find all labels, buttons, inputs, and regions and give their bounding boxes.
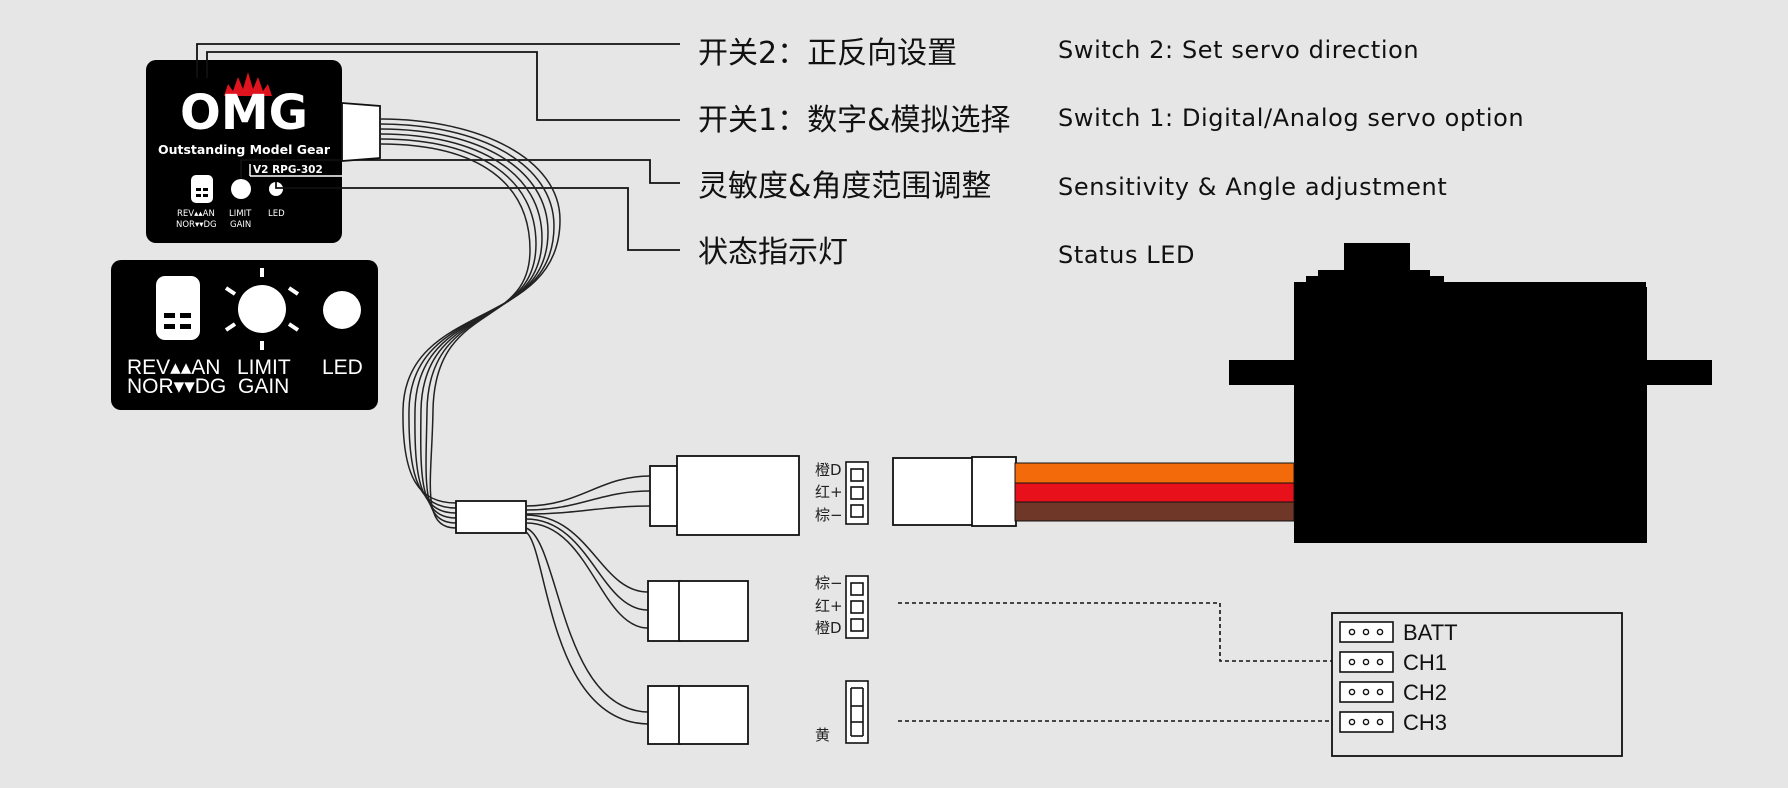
callout-switch1-en: Switch 1: Digital/Analog servo option — [1058, 104, 1524, 132]
servo-ground-wire — [1014, 501, 1295, 522]
rx-pin-negative-label: 棕− — [815, 574, 843, 592]
callout-switch2-en: Switch 2: Set servo direction — [1058, 36, 1419, 64]
receiver-lead-connector — [678, 580, 749, 642]
receiver-channel-ch2: CH2 — [1339, 680, 1447, 705]
branch-wire-aux — [525, 527, 649, 713]
servo-plug — [892, 457, 976, 526]
servo-power-wire — [1014, 482, 1295, 503]
branch-wire-receiver — [525, 514, 649, 593]
crown-icon — [224, 72, 272, 96]
legend-switch-top: REV▴▴AN — [127, 356, 220, 379]
receiver-channel-ch3: CH3 — [1339, 710, 1447, 735]
gain-pot-large-icon — [224, 268, 300, 350]
wiring-harness — [341, 102, 800, 745]
switch-label-top: REV▴▴AN — [177, 209, 215, 219]
legend-switch-bottom: NOR▾▾DG — [127, 375, 226, 398]
pot-label-bottom: GAIN — [230, 220, 251, 230]
three-pin-header-icon — [845, 461, 869, 525]
harness-wire — [379, 143, 531, 529]
branch-wire-aux — [525, 531, 649, 725]
ch1-connection — [898, 602, 1332, 662]
led-label: LED — [268, 209, 285, 219]
branch-wire-servo — [525, 505, 651, 515]
servo — [892, 243, 1712, 543]
receiver-channel-ch1: CH1 — [1339, 650, 1447, 675]
servo-signal-wire — [1014, 462, 1295, 484]
receiver-body — [1331, 612, 1623, 757]
status-led-large-icon — [323, 291, 361, 329]
switch-label-bottom: NOR▾▾DG — [176, 220, 217, 230]
aux-lead-connector — [678, 685, 749, 745]
callouts: 开关2：正反向设置 Switch 2: Set servo direction … — [698, 36, 1524, 270]
rx-pin-positive-label: 红+ — [815, 597, 843, 615]
callout-leaders — [196, 43, 680, 251]
receiver-channel-label: CH1 — [1403, 650, 1447, 675]
harness-wire — [379, 128, 549, 514]
gain-pot-icon — [231, 179, 251, 199]
callout-gain-cn: 灵敏度&角度范围调整 — [698, 169, 991, 204]
callout-gain-en: Sensitivity & Angle adjustment — [1058, 173, 1447, 201]
gyro-device: OMG Outstanding Model Gear V2 RPG-302 RE… — [146, 60, 342, 243]
branch-wire-servo — [525, 475, 651, 507]
legend-led-label: LED — [322, 356, 363, 379]
harness-wire — [379, 123, 555, 509]
pot-label-top: LIMIT — [229, 209, 252, 219]
status-led-icon — [269, 182, 283, 196]
servo-output-connector — [676, 455, 800, 536]
dip-switch-icon — [191, 175, 213, 203]
aux-pin-label: 黄 — [815, 726, 830, 744]
branch-wire-servo — [525, 490, 651, 511]
receiver-channel-label: CH2 — [1403, 680, 1447, 705]
rx-pin-signal-label: 橙D — [815, 619, 842, 637]
branch-wire-receiver — [525, 522, 649, 629]
callout-led-en: Status LED — [1058, 241, 1195, 269]
callout-switch2-cn: 开关2：正反向设置 — [698, 36, 957, 71]
receiver-channel-batt: BATT — [1339, 620, 1458, 645]
legend-pot-top: LIMIT — [237, 356, 291, 379]
callout-switch1-cn: 开关1：数字&模拟选择 — [698, 103, 1010, 138]
device-logo: OMG — [180, 85, 308, 141]
device-brand: Outstanding Model Gear — [158, 142, 331, 157]
single-pin-header-icon — [845, 680, 869, 744]
harness-wire — [379, 118, 561, 504]
pin-diagrams: 橙D 红+ 棕− 棕− 红+ 橙D 黄 — [815, 461, 869, 744]
receiver-channel-label: BATT — [1403, 620, 1458, 645]
servo-body — [1294, 287, 1647, 543]
callout-led-cn: 状态指示灯 — [698, 235, 848, 270]
splitter-block — [455, 500, 527, 534]
dip-switch-large-icon — [156, 276, 200, 340]
device-model: V2 RPG-302 — [253, 164, 323, 176]
pin-positive-label: 红+ — [815, 483, 843, 501]
pin-signal-label: 橙D — [815, 461, 842, 479]
controls-legend: REV▴▴AN NOR▾▾DG LIMIT GAIN LED — [111, 260, 378, 410]
receiver-channel-label: CH3 — [1403, 710, 1447, 735]
pin-negative-label: 棕− — [815, 506, 843, 524]
legend-pot-bottom: GAIN — [238, 375, 289, 398]
branch-wire-receiver — [525, 518, 649, 611]
three-pin-header-icon — [845, 575, 869, 639]
